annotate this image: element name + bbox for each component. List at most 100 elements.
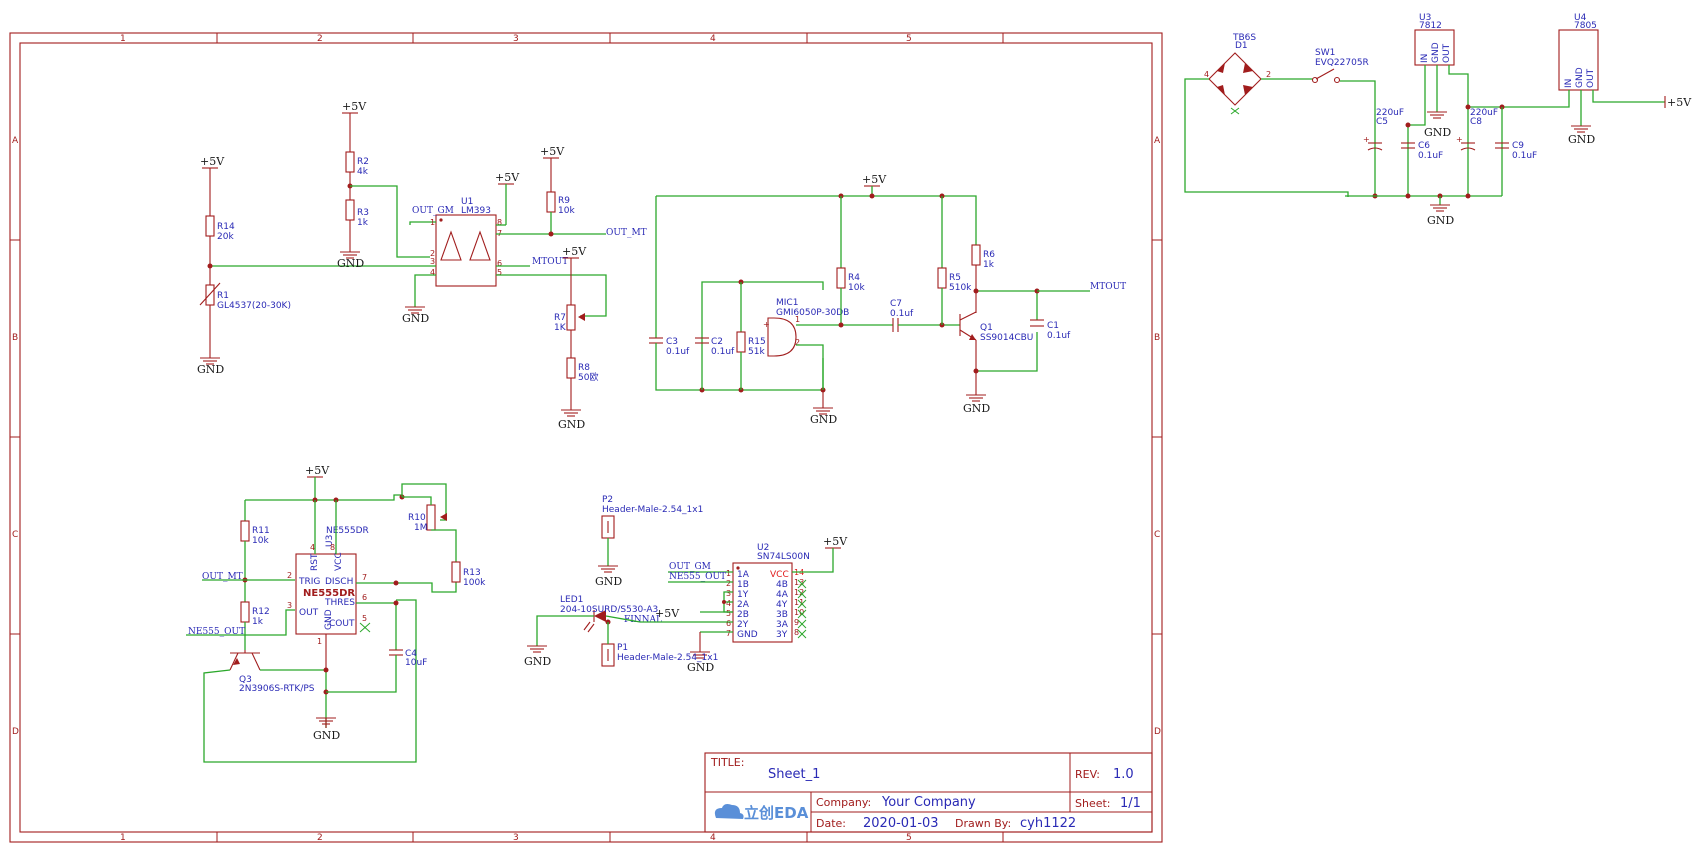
- svg-text:4: 4: [310, 543, 315, 552]
- svg-text:11: 11: [794, 598, 804, 607]
- u2-value: SN74LS00N: [757, 552, 810, 562]
- net-vcc-u1: +5V: [495, 171, 520, 184]
- r3-ref: R3: [357, 208, 369, 218]
- net-vcc-r2: +5V: [342, 100, 367, 113]
- ne555-pin-out: OUT: [299, 608, 319, 618]
- resistor-r14: [205, 215, 215, 237]
- r9-ref: R9: [558, 196, 570, 206]
- c4-value: 10uF: [405, 658, 427, 668]
- ic-lm393: [435, 214, 497, 287]
- company-value: Your Company: [881, 795, 976, 810]
- net-ne555-out-u2: NE555_OUT: [669, 572, 726, 582]
- svg-text:1: 1: [317, 637, 322, 646]
- u2-pin-4y: 4Y: [776, 600, 788, 610]
- col-label-3-bottom: 3: [513, 833, 519, 843]
- r14-value: 20k: [217, 232, 234, 242]
- c6-ref: C6: [1418, 141, 1430, 151]
- u2-pin-1b: 1B: [737, 580, 749, 590]
- title-value: Sheet_1: [768, 767, 820, 782]
- net-mtout-u1: MTOUT: [532, 257, 568, 267]
- u2-pin-1a: 1A: [737, 570, 750, 580]
- col-label-1: 1: [120, 34, 126, 44]
- r1-ref: R1: [217, 291, 229, 301]
- row-label-b: B: [12, 333, 18, 343]
- r9-value: 10k: [558, 206, 575, 216]
- p2-ref: P2: [602, 495, 613, 505]
- svg-text:1: 1: [795, 315, 800, 324]
- u2-pin-gnd: GND: [737, 630, 758, 640]
- drawn-by-value: cyh1122: [1020, 816, 1076, 831]
- q3-value: 2N3906S-RTK/PS: [239, 684, 315, 694]
- title-block: TITLE: Sheet_1 REV: 1.0 Company: Your Co…: [704, 752, 1153, 833]
- svg-text:2: 2: [287, 571, 292, 580]
- svg-text:4: 4: [1204, 70, 1209, 79]
- r3-value: 1k: [357, 218, 369, 228]
- row-label-c: C: [12, 530, 18, 540]
- r2-ref: R2: [357, 157, 369, 167]
- switch-sw1: [1311, 76, 1319, 84]
- resistor-r13: [451, 561, 461, 583]
- net-gnd-u2: GND: [687, 661, 714, 674]
- svg-text:8: 8: [330, 543, 335, 552]
- col-label-1-bottom: 1: [120, 833, 126, 843]
- svg-text:10: 10: [794, 608, 804, 617]
- r10-value: 1M: [414, 523, 428, 533]
- r8-value: 50欧: [578, 371, 598, 383]
- r6-value: 1k: [983, 260, 995, 270]
- d1-ref: D1: [1235, 41, 1248, 51]
- resistor-r12: [240, 601, 250, 623]
- u3-555-ref: U3: [325, 535, 335, 547]
- net-vcc-amp: +5V: [862, 173, 887, 186]
- u3-pin-out: OUT: [1442, 43, 1452, 63]
- resistor-r6: [971, 244, 981, 266]
- svg-text:2: 2: [795, 338, 800, 347]
- svg-text:+: +: [1456, 135, 1463, 144]
- u2-pin-3y: 3Y: [776, 630, 788, 640]
- potentiometer-r10: [426, 504, 436, 531]
- u2-pin-4b: 4B: [776, 580, 788, 590]
- net-finnal: FINNAL: [624, 615, 662, 625]
- u3-pin-gnd: GND: [1431, 42, 1441, 63]
- r11-ref: R11: [252, 526, 270, 536]
- c2-value: 0.1uf: [711, 347, 735, 357]
- svg-text:3: 3: [287, 601, 292, 610]
- row-label-d: D: [12, 727, 19, 737]
- title-label: TITLE:: [710, 756, 744, 769]
- r14-ref: R14: [217, 222, 235, 232]
- ne555-pin-rst: RST: [310, 553, 320, 571]
- date-value: 2020-01-03: [863, 816, 939, 831]
- svg-text:3: 3: [726, 589, 731, 598]
- svg-text:6: 6: [362, 593, 367, 602]
- net-gnd-p2: GND: [595, 575, 622, 588]
- u2-pin-4a: 4A: [776, 590, 789, 600]
- q3-ref: Q3: [239, 675, 252, 685]
- u2-pin-1y: 1Y: [737, 590, 749, 600]
- p2-value: Header-Male-2.54_1x1: [602, 505, 703, 515]
- c9-value: 0.1uF: [1512, 151, 1537, 161]
- resistor-r3: [345, 199, 355, 221]
- u2-pin-2y: 2Y: [737, 620, 749, 630]
- resistor-r11: [240, 520, 250, 542]
- sheet-frame: 1 2 3 4 5 1 2 3 4 5 A B C D A B C D: [9, 32, 1163, 843]
- col-label-5-bottom: 5: [906, 833, 912, 843]
- row-label-c-right: C: [1154, 530, 1160, 540]
- col-label-2: 2: [317, 34, 323, 44]
- r2-value: 4k: [357, 167, 369, 177]
- c7-ref: C7: [890, 299, 902, 309]
- svg-text:12: 12: [794, 588, 804, 597]
- u2-pin-3a: 3A: [776, 620, 789, 630]
- r4-ref: R4: [848, 273, 860, 283]
- company-label: Company:: [816, 796, 871, 809]
- svg-text:6: 6: [726, 619, 731, 628]
- regulator-u4: [1558, 29, 1599, 91]
- section-logic: P2 Header-Male-2.54_1x1 GND U2 SN74LS00N…: [524, 495, 848, 674]
- col-label-4: 4: [710, 34, 716, 44]
- r10-ref: R10: [408, 513, 426, 523]
- resistor-r15: [736, 331, 746, 353]
- p1-value: Header-Male-2.54_1x1: [617, 653, 718, 663]
- svg-text:7: 7: [362, 573, 367, 582]
- c3-ref: C3: [666, 337, 678, 347]
- col-label-5: 5: [906, 34, 912, 44]
- u2-pin-2b: 2B: [737, 610, 749, 620]
